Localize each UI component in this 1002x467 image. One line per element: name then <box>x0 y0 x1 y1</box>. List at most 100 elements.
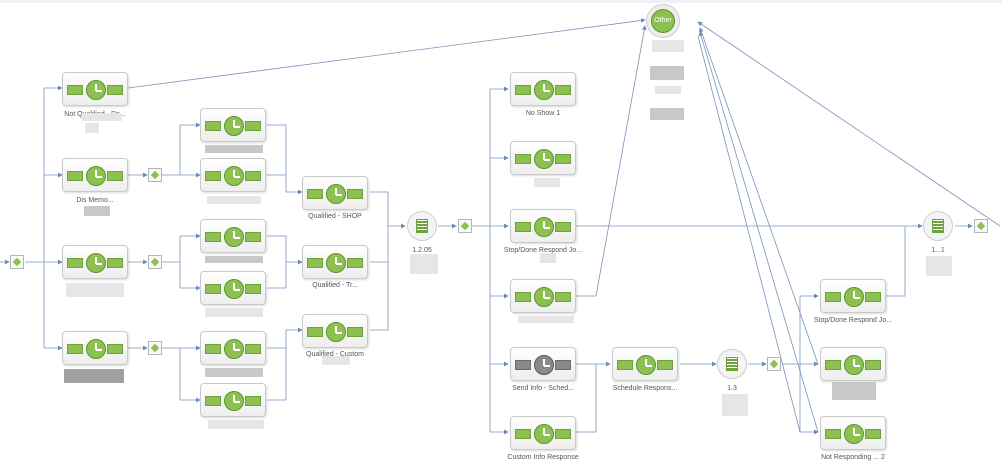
activity-node[interactable] <box>62 245 128 279</box>
connector-bar <box>205 232 221 242</box>
redacted-text <box>322 356 350 365</box>
activity-node[interactable] <box>302 245 368 279</box>
activity-node[interactable] <box>62 72 128 106</box>
list-node[interactable] <box>923 211 953 241</box>
connector-bar <box>205 344 221 354</box>
activity-node[interactable] <box>200 158 266 192</box>
connector-bar <box>825 292 841 302</box>
activity-node[interactable] <box>200 108 266 142</box>
list-label: 1.3 <box>727 385 737 392</box>
connector-bar <box>307 327 323 337</box>
redacted-text <box>82 113 122 121</box>
connector-bar <box>67 258 83 268</box>
connector-bar <box>107 171 123 181</box>
redacted-text <box>410 254 438 274</box>
connector-bar <box>515 360 531 370</box>
connector-bar <box>555 85 571 95</box>
document-icon <box>416 219 428 233</box>
clock-icon <box>534 217 554 237</box>
connector-bar <box>245 344 261 354</box>
redacted-text <box>518 316 574 323</box>
clock-icon <box>86 253 106 273</box>
gateway[interactable] <box>458 219 472 233</box>
connector-bar <box>515 154 531 164</box>
connector-bar <box>205 121 221 131</box>
list-node[interactable] <box>407 211 437 241</box>
activity-node[interactable] <box>820 347 886 381</box>
connector-bar <box>555 360 571 370</box>
connector-bar <box>515 292 531 302</box>
connector-bar <box>67 344 83 354</box>
clock-icon <box>224 166 244 186</box>
activity-node[interactable] <box>510 416 576 450</box>
activity-node[interactable] <box>510 279 576 313</box>
connector <box>267 348 287 401</box>
activity-node[interactable] <box>302 314 368 348</box>
connector-bar <box>245 232 261 242</box>
clock-icon <box>326 184 346 204</box>
redacted-text <box>205 145 263 153</box>
connector-bar <box>347 258 363 268</box>
activity-node[interactable] <box>510 141 576 175</box>
connector <box>127 18 646 89</box>
connector <box>370 262 389 331</box>
redacted-text <box>84 206 110 216</box>
activity-node[interactable] <box>510 72 576 106</box>
activity-node[interactable] <box>200 383 266 417</box>
gateway[interactable] <box>148 168 162 182</box>
other-node[interactable]: Other <box>646 4 680 38</box>
node-label: Not Responding ... 2 <box>821 454 885 461</box>
connector <box>267 262 287 289</box>
gateway[interactable] <box>148 341 162 355</box>
redacted-text <box>205 308 263 317</box>
clock-icon <box>86 339 106 359</box>
activity-node[interactable] <box>200 271 266 305</box>
start-gateway[interactable] <box>10 255 24 269</box>
connector-bar <box>825 360 841 370</box>
gateway[interactable] <box>767 357 781 371</box>
activity-node[interactable] <box>510 209 576 243</box>
redacted-text <box>722 394 748 416</box>
connector-bar <box>205 396 221 406</box>
activity-node[interactable] <box>200 219 266 253</box>
list-node[interactable] <box>717 349 747 379</box>
connector-bar <box>515 222 531 232</box>
connector-bar <box>307 258 323 268</box>
activity-node[interactable] <box>612 347 678 381</box>
clock-icon <box>224 279 244 299</box>
connector <box>697 35 801 433</box>
document-icon <box>726 357 738 371</box>
connector-bar <box>865 429 881 439</box>
activity-node[interactable] <box>62 331 128 365</box>
connector <box>886 226 906 297</box>
activity-node[interactable] <box>302 176 368 210</box>
node-label: Stop/Done Respond Jo... <box>503 247 583 254</box>
redacted-text <box>926 256 952 276</box>
document-icon <box>932 219 944 233</box>
activity-node[interactable] <box>62 158 128 192</box>
activity-node[interactable] <box>200 331 266 365</box>
redacted-text <box>650 66 684 80</box>
activity-node-disabled[interactable] <box>510 347 576 381</box>
connector-bar <box>825 429 841 439</box>
redacted-text <box>650 108 684 120</box>
clock-icon <box>86 80 106 100</box>
connector-bar <box>515 429 531 439</box>
redacted-text <box>207 196 261 204</box>
connector-bar <box>515 85 531 95</box>
gateway[interactable] <box>148 255 162 269</box>
clock-icon <box>326 253 346 273</box>
connector-bar <box>245 121 261 131</box>
clock-icon <box>636 355 656 375</box>
gateway[interactable] <box>974 219 988 233</box>
connector-bar <box>865 360 881 370</box>
connector <box>267 235 303 265</box>
connector-bar <box>245 396 261 406</box>
clock-icon <box>224 227 244 247</box>
list-label: 1...1 <box>931 247 945 254</box>
activity-node[interactable] <box>820 279 886 313</box>
connector <box>699 27 819 365</box>
node-label: Custom Info Response <box>507 454 579 461</box>
activity-node[interactable] <box>820 416 886 450</box>
clock-icon <box>844 355 864 375</box>
